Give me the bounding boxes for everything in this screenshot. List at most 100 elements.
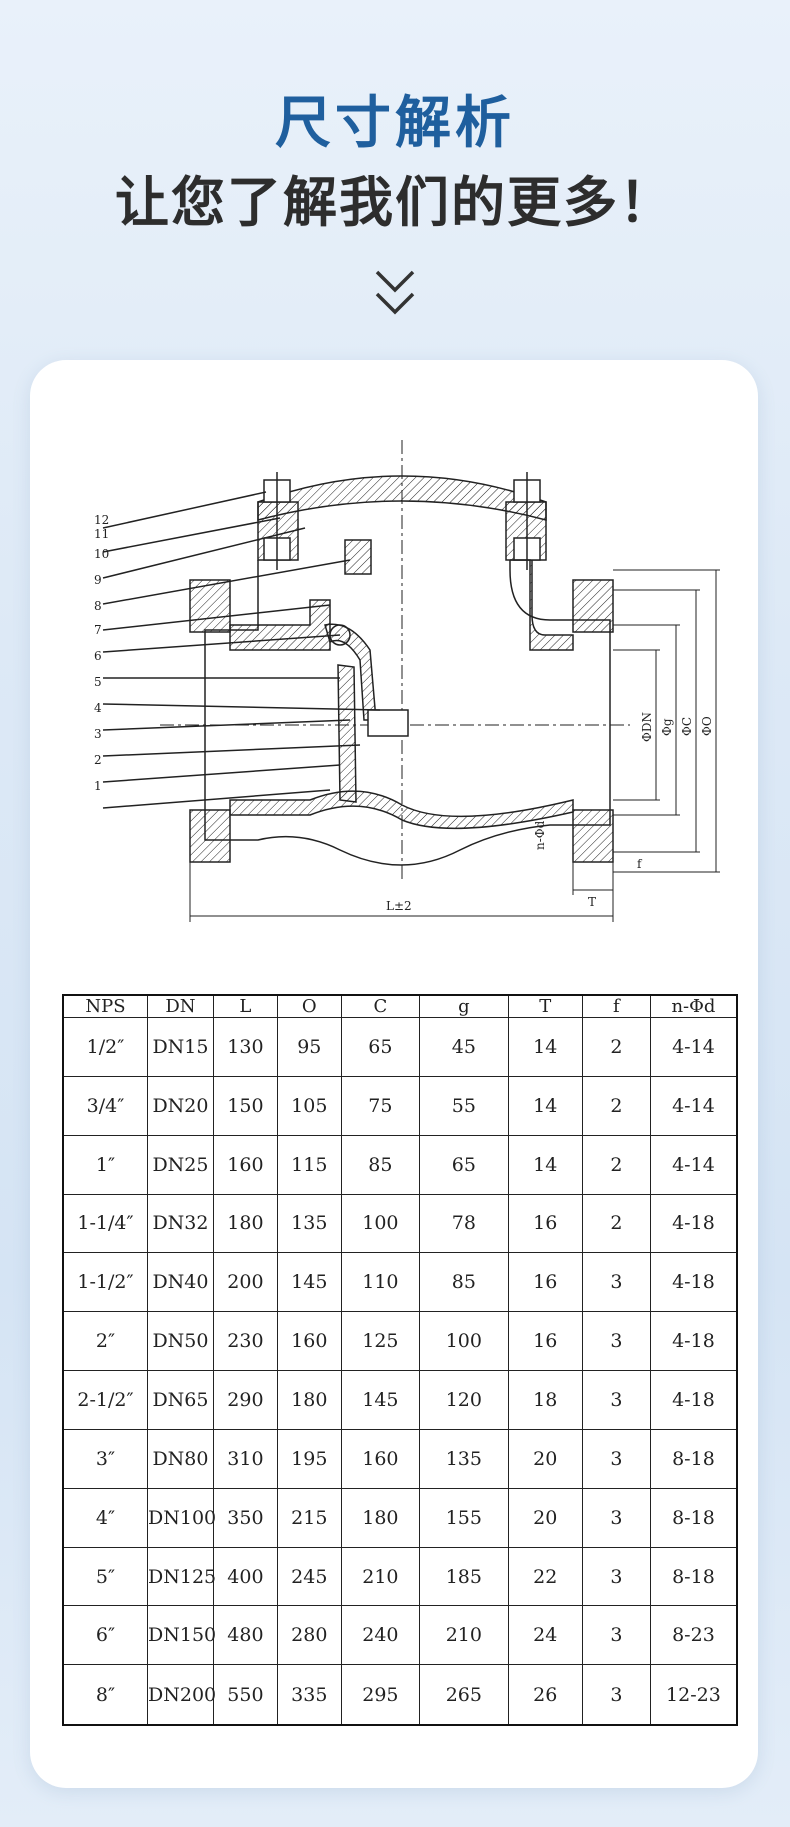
part-number-2: 2 bbox=[94, 753, 102, 767]
table-cell: 145 bbox=[276, 1252, 342, 1313]
table-cell: 8-23 bbox=[649, 1605, 738, 1666]
part-number-6: 6 bbox=[94, 649, 102, 663]
table-cell: 4-18 bbox=[649, 1311, 738, 1372]
table-cell: 8-18 bbox=[649, 1546, 738, 1607]
table-cell: DN125 bbox=[147, 1546, 216, 1607]
header-cell: O bbox=[276, 994, 342, 1018]
table-cell: 85 bbox=[419, 1252, 509, 1313]
table-cell: 210 bbox=[419, 1605, 509, 1666]
table-cell: 350 bbox=[212, 1487, 278, 1548]
table-cell: 14 bbox=[507, 1134, 583, 1195]
table-cell: 3 bbox=[581, 1252, 651, 1313]
table-cell: 14 bbox=[507, 1075, 583, 1136]
table-cell: 290 bbox=[212, 1370, 278, 1430]
dim-label-f: f bbox=[637, 857, 643, 871]
table-cell: 20 bbox=[507, 1428, 583, 1489]
table-cell: 215 bbox=[276, 1487, 342, 1548]
table-cell: 160 bbox=[276, 1311, 342, 1372]
table-cell: 3 bbox=[581, 1311, 651, 1372]
header-cell: DN bbox=[147, 994, 214, 1018]
table-cell: 3 bbox=[581, 1605, 651, 1666]
table-cell: DN15 bbox=[147, 1017, 214, 1077]
table-cell: 280 bbox=[276, 1605, 342, 1666]
table-cell: DN150 bbox=[147, 1605, 216, 1666]
table-cell: 2-1/2″ bbox=[62, 1370, 148, 1430]
part-number-3: 3 bbox=[94, 727, 102, 741]
header-cell: L bbox=[212, 994, 278, 1018]
table-cell: 65 bbox=[340, 1017, 421, 1077]
table-cell: 12-23 bbox=[649, 1664, 738, 1726]
table-cell: 105 bbox=[276, 1075, 342, 1136]
table-cell: 110 bbox=[340, 1252, 421, 1313]
dim-label-dn: ΦDN bbox=[640, 712, 654, 742]
table-cell: 3 bbox=[581, 1546, 651, 1607]
table-cell: 245 bbox=[276, 1546, 342, 1607]
table-cell: 1-1/2″ bbox=[62, 1252, 148, 1313]
table-cell: 200 bbox=[212, 1252, 278, 1313]
dim-label-c: ΦC bbox=[680, 717, 694, 736]
table-cell: DN32 bbox=[147, 1193, 214, 1254]
part-number-12: 12 bbox=[94, 513, 109, 527]
header-cell: T bbox=[507, 994, 583, 1018]
table-cell: 265 bbox=[419, 1664, 509, 1726]
table-cell: 100 bbox=[340, 1193, 421, 1254]
dim-label-g: Φg bbox=[660, 718, 674, 736]
part-number-9: 9 bbox=[94, 573, 102, 587]
table-cell: 45 bbox=[419, 1017, 509, 1077]
dim-label-l: L±2 bbox=[386, 899, 412, 913]
table-cell: 3 bbox=[581, 1664, 651, 1726]
table-cell: 3 bbox=[581, 1370, 651, 1430]
table-cell: 4-18 bbox=[649, 1252, 738, 1313]
dim-label-nd: n-Φd bbox=[533, 820, 547, 850]
table-cell: 155 bbox=[419, 1487, 509, 1548]
table-cell: 2 bbox=[581, 1193, 651, 1254]
table-cell: 3″ bbox=[62, 1428, 148, 1489]
table-cell: 4″ bbox=[62, 1487, 148, 1548]
table-cell: 6″ bbox=[62, 1605, 148, 1666]
double-chevron-down-icon bbox=[375, 270, 415, 315]
page-subtitle: 让您了解我们的更多！ bbox=[115, 171, 675, 234]
table-cell: 125 bbox=[340, 1311, 421, 1372]
part-number-7: 7 bbox=[94, 623, 102, 637]
table-cell: 1″ bbox=[62, 1134, 148, 1195]
table-cell: 95 bbox=[276, 1017, 342, 1077]
table-cell: 85 bbox=[340, 1134, 421, 1195]
table-cell: 180 bbox=[276, 1370, 342, 1430]
table-cell: 160 bbox=[340, 1428, 421, 1489]
table-cell: DN20 bbox=[147, 1075, 214, 1136]
table-cell: 4-14 bbox=[649, 1075, 738, 1136]
dim-label-o: ΦO bbox=[700, 716, 714, 736]
table-cell: 400 bbox=[212, 1546, 278, 1607]
table-header-row: NPS DN L O C g T f n-Φd bbox=[62, 994, 738, 1018]
table-cell: 8-18 bbox=[649, 1487, 738, 1548]
table-cell: 5″ bbox=[62, 1546, 148, 1607]
table-cell: DN50 bbox=[147, 1311, 214, 1372]
part-number-10: 10 bbox=[94, 547, 109, 561]
table-cell: 480 bbox=[212, 1605, 278, 1666]
table-cell: 3 bbox=[581, 1428, 651, 1489]
header-cell: g bbox=[419, 994, 509, 1018]
table-cell: 335 bbox=[276, 1664, 342, 1726]
table-cell: 14 bbox=[507, 1017, 583, 1077]
part-number-8: 8 bbox=[94, 599, 102, 613]
table-cell: 16 bbox=[507, 1252, 583, 1313]
part-number-5: 5 bbox=[94, 675, 102, 689]
table-cell: 16 bbox=[507, 1193, 583, 1254]
table-cell: 26 bbox=[507, 1664, 583, 1726]
table-cell: 3/4″ bbox=[62, 1075, 148, 1136]
page-title: 尺寸解析 bbox=[275, 91, 515, 156]
header-cell: NPS bbox=[62, 994, 148, 1018]
table-cell: DN200 bbox=[147, 1664, 216, 1726]
table-cell: 240 bbox=[340, 1605, 421, 1666]
table-cell: 1/2″ bbox=[62, 1017, 148, 1077]
table-cell: 16 bbox=[507, 1311, 583, 1372]
